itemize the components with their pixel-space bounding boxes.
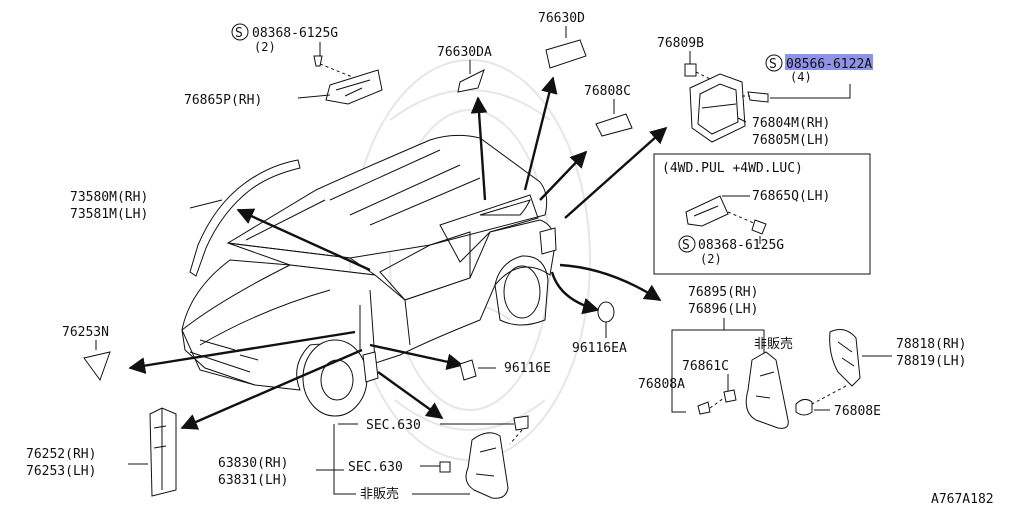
label-76252[interactable]: 76252(RH) [26, 447, 96, 462]
arrow-rear-mudguard [559, 263, 662, 302]
label-76861C[interactable]: 76861C [682, 359, 729, 374]
part-seal-76630D [545, 39, 587, 69]
arrow-76253N [128, 330, 356, 374]
arrow-tail-lamp-base [564, 126, 668, 219]
label-78818[interactable]: 78818(RH) [896, 337, 966, 352]
label-not-for-sale-1: 非販売 [754, 336, 793, 352]
part-screw-sec630 [439, 461, 451, 473]
label-sec630-mid[interactable]: SEC.630 [348, 460, 403, 475]
part-qty: (2) [254, 40, 276, 54]
label-76253[interactable]: 76253(LH) [26, 464, 96, 479]
part-clip-76808A [697, 401, 711, 415]
screw-symbol: S [235, 26, 243, 41]
label-76808C[interactable]: 76808C [584, 84, 631, 99]
part-number: 08566-6122A [786, 57, 872, 72]
bracket-76865P [313, 55, 383, 105]
label-76865Q[interactable]: 76865Q(LH) [752, 189, 830, 204]
part-grommet-96116E [459, 359, 477, 381]
arrow-sill-cover [180, 348, 363, 430]
part-qty: (2) [700, 252, 722, 266]
arrow-front-mudguard [377, 371, 444, 419]
label-76804M[interactable]: 76804M(RH) [752, 116, 830, 131]
part-roof-molding-73580M [189, 159, 301, 277]
label-73580M[interactable]: 73580M(RH) [70, 190, 148, 205]
label-63831[interactable]: 63831(LH) [218, 473, 288, 488]
arrow-96116EA [550, 271, 600, 315]
label-76896[interactable]: 76896(LH) [688, 302, 758, 317]
label-78819[interactable]: 78819(LH) [896, 354, 966, 369]
label-76808A[interactable]: 76808A [638, 377, 685, 392]
label-76895[interactable]: 76895(RH) [688, 285, 758, 300]
label-96116EA[interactable]: 96116EA [572, 341, 627, 356]
arrow-96116E [369, 343, 464, 370]
label-76865P[interactable]: 76865P(RH) [184, 93, 262, 108]
part-clip-76809B [684, 63, 697, 77]
label-96116E[interactable]: 96116E [504, 361, 551, 376]
part-pad-76808C [595, 113, 633, 137]
part-clip-76808E [795, 398, 813, 416]
arrow-rear-cover [470, 96, 488, 201]
part-lamp-base-76804M [689, 73, 746, 143]
label-76630DA[interactable]: 76630DA [437, 45, 492, 60]
label-76808E[interactable]: 76808E [834, 404, 881, 419]
label-sec630-top[interactable]: SEC.630 [366, 418, 421, 433]
screw-08368-variant[interactable]: S 08368-6125G (2) [678, 235, 784, 266]
label-76630D[interactable]: 76630D [538, 11, 585, 26]
arrow-76808C [539, 150, 588, 201]
variant-box [653, 153, 871, 275]
label-76253N[interactable]: 76253N [62, 325, 109, 340]
part-trim-76253N [83, 351, 111, 382]
part-qty: (4) [790, 70, 812, 84]
screw-08368-top[interactable]: S 08368-6125G (2) [231, 23, 338, 54]
label-76805M[interactable]: 76805M(LH) [752, 133, 830, 148]
part-rear-mudguard-76895 [745, 351, 789, 429]
part-number: 08368-6125G [252, 26, 338, 41]
part-bracket-76861C [723, 389, 737, 403]
screw-08566-right[interactable]: S 08566-6122A (4) [765, 54, 872, 84]
label-63830[interactable]: 63830(RH) [218, 456, 288, 471]
part-number: 08368-6125G [698, 238, 784, 253]
label-not-for-sale-2: 非販売 [360, 486, 399, 502]
car-body-illustration [181, 134, 557, 417]
variant-box-title: (4WD.PUL +4WD.LUC) [662, 161, 803, 176]
label-73581M[interactable]: 73581M(LH) [70, 207, 148, 222]
arrow-roof-molding [236, 208, 371, 272]
bracket-76865Q [685, 195, 729, 227]
part-mudguard-78818 [829, 329, 861, 387]
part-clip-sec630 [513, 415, 529, 431]
part-sill-cover-76252 [149, 407, 177, 497]
screw-symbol: S [769, 57, 777, 72]
part-front-mudguard-63830 [465, 432, 509, 499]
highlight-box [785, 54, 873, 70]
diagram-code: A767A182 [931, 492, 994, 507]
callout-arrows [128, 76, 668, 430]
screw-symbol: S [682, 238, 690, 253]
part-grommet-96116EA [597, 301, 615, 323]
screw-08566-part [747, 91, 769, 103]
label-76809B[interactable]: 76809B [657, 36, 704, 51]
arrow-76630D [523, 76, 558, 191]
part-cover-76630DA [457, 69, 485, 93]
